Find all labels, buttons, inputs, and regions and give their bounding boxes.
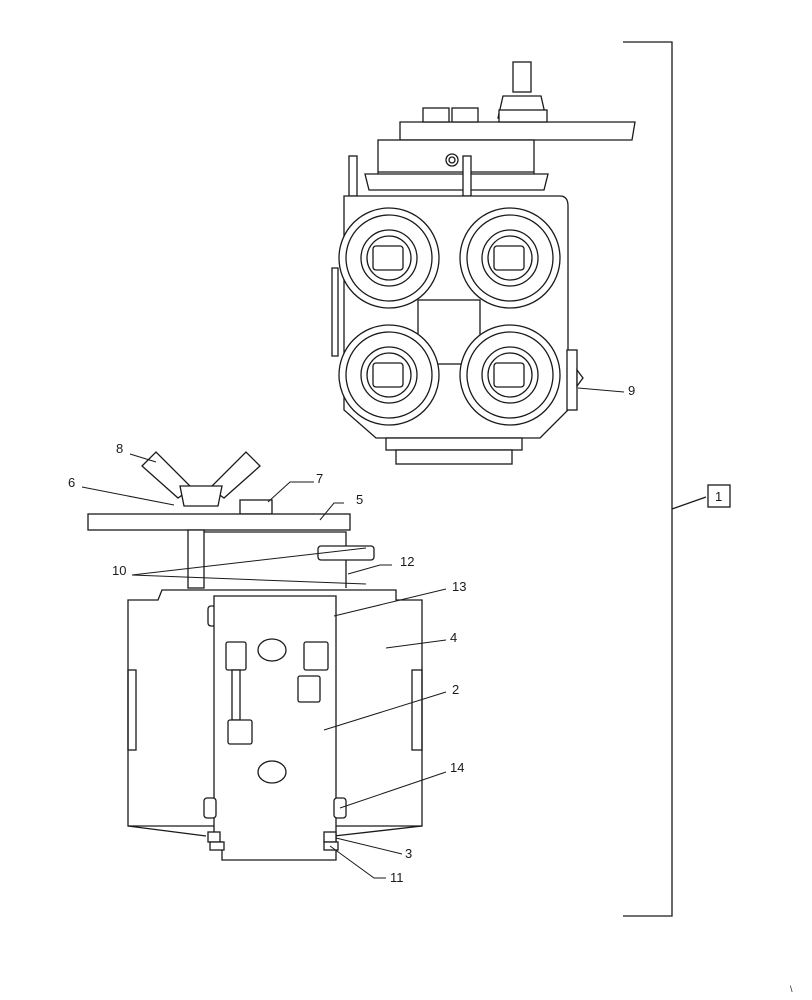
callout-10: 10: [112, 563, 126, 578]
port-top-left: [338, 207, 440, 309]
upper-valve-top-view: [331, 61, 636, 465]
callout-8: 8: [116, 441, 123, 456]
callout-12: 12: [400, 554, 414, 569]
callout-7: 7: [316, 471, 323, 486]
port-bottom-left: [338, 324, 440, 426]
leader-lines: [81, 387, 625, 879]
callout-5: 5: [356, 492, 363, 507]
callout-14: 14: [450, 760, 464, 775]
callout-11: 11: [390, 870, 404, 885]
port-bottom-right: [459, 324, 561, 426]
wing-nut: [141, 451, 261, 507]
callout-4: 4: [450, 630, 457, 645]
callout-2: 2: [452, 682, 459, 697]
lower-valve-side-view: [87, 451, 423, 861]
footer-mark: \: [790, 984, 793, 994]
callout-9: 9: [628, 383, 635, 398]
callout-3: 3: [405, 846, 412, 861]
port-top-right: [459, 207, 561, 309]
assembly-bracket: [623, 41, 731, 917]
callout-box-1: [707, 484, 731, 508]
callout-1: 1: [715, 489, 722, 504]
callout-6: 6: [68, 475, 75, 490]
callout-labels: 1 2 3 4 5 6 7 8 9 10 11 12 13 14 \: [68, 383, 793, 994]
callout-13: 13: [452, 579, 466, 594]
